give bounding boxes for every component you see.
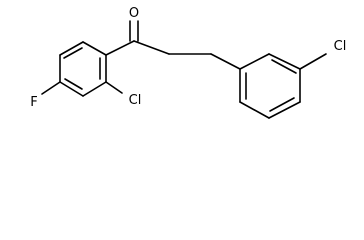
ring-b-bond [239,101,270,119]
ring-a-bond [59,81,84,97]
chlorine-atom-label-ortho: Cl [129,93,142,108]
chain-bond-3 [210,53,241,70]
ring-b-bond [239,53,270,70]
ring-b-bond [268,53,301,70]
ring-carbonyl-bond [105,40,135,56]
fluorine-atom-label: F [30,95,37,110]
c-cl-bond-ortho [105,81,123,94]
chlorine-atom-label-meta: Cl [334,39,347,54]
molecule-structure: O F Cl Cl [30,6,346,119]
chain-bond-1 [133,40,170,55]
ring-a-double-bond [64,78,83,90]
oxygen-atom-label: O [129,6,139,21]
ring-b-double-bond [271,59,297,74]
ring-a-bond [82,81,107,97]
c-cl-bond-meta [299,53,327,70]
bonds [41,20,327,119]
ring-a-bond [59,41,84,56]
ring-b-double-bond [269,97,295,112]
c-f-bond [41,81,61,95]
atom-labels: O F Cl Cl [30,6,346,110]
ring-a-double-bond [63,47,83,59]
structure-canvas: O F Cl Cl [30,6,347,119]
ring-a-bond [82,41,107,56]
ring-b-bond [268,101,301,119]
